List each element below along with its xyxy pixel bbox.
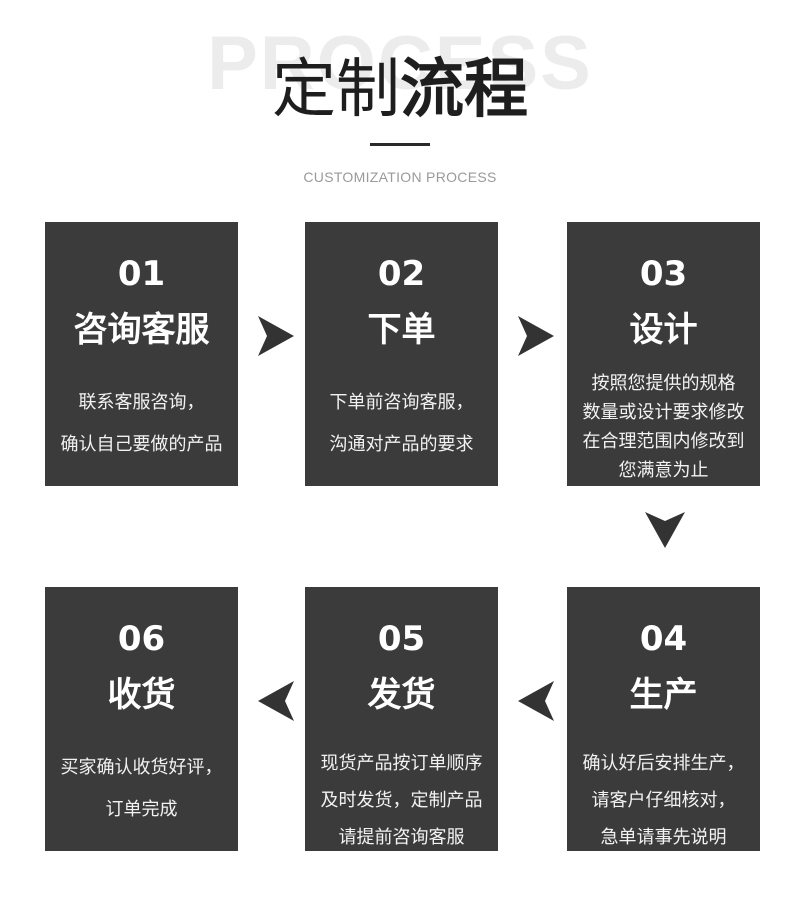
step-card-02: 02 下单 下单前咨询客服， 沟通对产品的要求 bbox=[305, 222, 498, 486]
description-line: 联系客服咨询， bbox=[78, 392, 205, 413]
step-number: 06 bbox=[117, 619, 166, 659]
step-card-03: 03 设计 按照您提供的规格 数量或设计要求修改 在合理范围内修改到 您满意为止 bbox=[567, 222, 760, 486]
step-description: 下单前咨询客服， 沟通对产品的要求 bbox=[309, 382, 494, 466]
description-line: 按照您提供的规格 bbox=[591, 373, 736, 394]
page-title: 定制流程 bbox=[0, 52, 800, 128]
title-light: 定制 bbox=[272, 53, 400, 127]
description-line: 现货产品按订单顺序 bbox=[320, 753, 483, 774]
step-number: 04 bbox=[639, 619, 688, 659]
arrow-left-icon bbox=[258, 681, 294, 721]
step-description: 联系客服咨询， 确认自己要做的产品 bbox=[49, 382, 234, 466]
arrow-down-icon bbox=[645, 512, 685, 548]
title-divider bbox=[370, 143, 430, 146]
description-line: 买家确认收货好评， bbox=[60, 757, 223, 778]
step-card-01: 01 咨询客服 联系客服咨询， 确认自己要做的产品 bbox=[45, 222, 238, 486]
description-line: 在合理范围内修改到 bbox=[582, 431, 745, 452]
step-description: 买家确认收货好评， 订单完成 bbox=[49, 747, 234, 831]
step-description: 按照您提供的规格 数量或设计要求修改 在合理范围内修改到 您满意为止 bbox=[571, 369, 756, 485]
description-line: 下单前咨询客服， bbox=[329, 392, 474, 413]
step-name: 生产 bbox=[629, 675, 698, 715]
description-line: 请提前咨询客服 bbox=[338, 827, 465, 848]
step-number: 03 bbox=[639, 254, 688, 294]
description-line: 急单请事先说明 bbox=[600, 827, 727, 848]
step-card-05: 05 发货 现货产品按订单顺序 及时发货，定制产品 请提前咨询客服 bbox=[305, 587, 498, 851]
arrow-right-icon bbox=[258, 316, 294, 356]
description-line: 沟通对产品的要求 bbox=[329, 434, 474, 455]
description-line: 请客户仔细核对， bbox=[591, 790, 736, 811]
arrow-right-icon bbox=[518, 316, 554, 356]
step-name: 咨询客服 bbox=[73, 310, 210, 350]
description-line: 确认自己要做的产品 bbox=[60, 434, 223, 455]
step-name: 下单 bbox=[367, 310, 436, 350]
description-line: 及时发货，定制产品 bbox=[320, 790, 483, 811]
step-number: 02 bbox=[377, 254, 426, 294]
step-number: 05 bbox=[377, 619, 426, 659]
step-card-06: 06 收货 买家确认收货好评， 订单完成 bbox=[45, 587, 238, 851]
description-line: 数量或设计要求修改 bbox=[582, 402, 745, 423]
process-watermark: PROCESS bbox=[207, 21, 593, 106]
step-card-04: 04 生产 确认好后安排生产， 请客户仔细核对， 急单请事先说明 bbox=[567, 587, 760, 851]
description-line: 确认好后安排生产， bbox=[582, 753, 745, 774]
step-name: 收货 bbox=[107, 675, 176, 715]
step-description: 确认好后安排生产， 请客户仔细核对， 急单请事先说明 bbox=[571, 745, 756, 856]
description-line: 订单完成 bbox=[105, 799, 178, 820]
step-name: 设计 bbox=[629, 310, 698, 350]
step-description: 现货产品按订单顺序 及时发货，定制产品 请提前咨询客服 bbox=[309, 745, 494, 856]
step-number: 01 bbox=[117, 254, 166, 294]
step-name: 发货 bbox=[367, 675, 436, 715]
title-bold: 流程 bbox=[400, 53, 528, 127]
description-line: 您满意为止 bbox=[618, 460, 709, 481]
page-subtitle: CUSTOMIZATION PROCESS bbox=[303, 169, 497, 185]
arrow-left-icon bbox=[518, 681, 554, 721]
